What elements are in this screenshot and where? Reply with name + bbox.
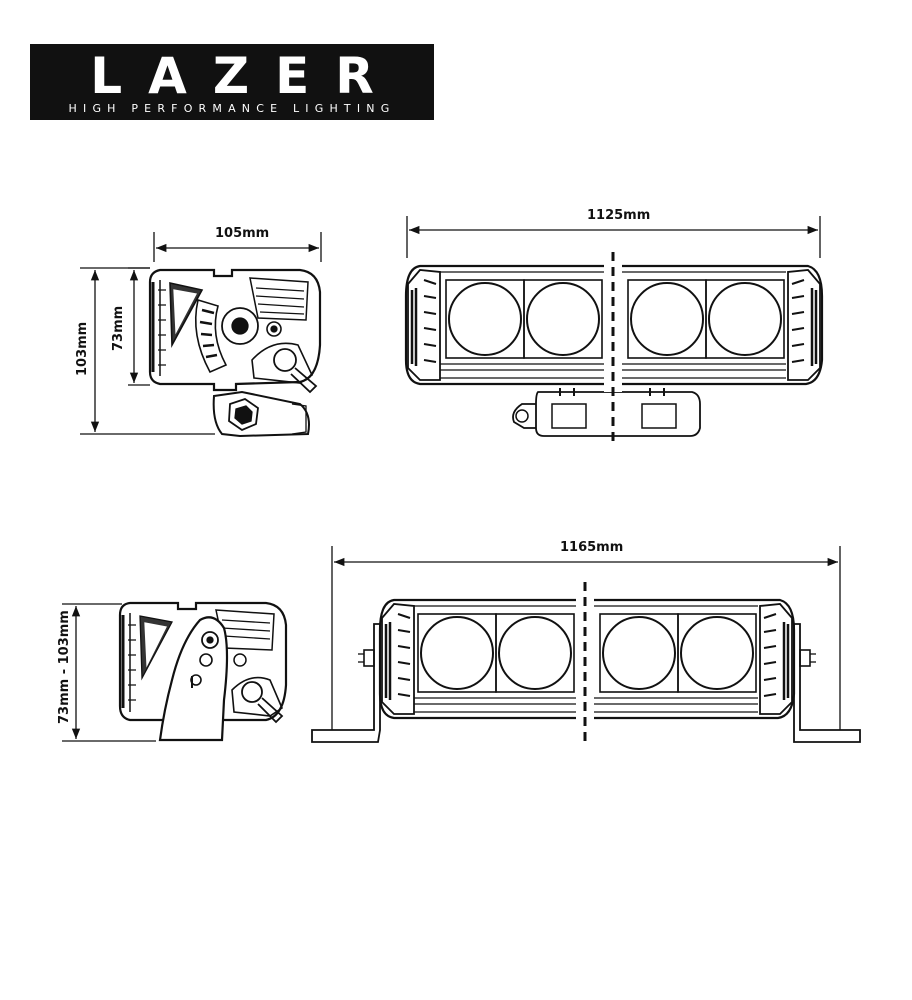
dim-label-1165: 1165mm [560,540,624,555]
dim-label-103: 103mm [75,321,90,376]
left-mount-bracket [311,623,381,743]
dim-label-73-103: 73mm - 103mm [57,610,72,724]
bar-outline [404,264,824,386]
front-view-bottom [311,546,861,743]
lens-6 [498,616,572,690]
right-mount-bracket [793,623,861,743]
lens-7 [602,616,676,690]
dim-label-1125: 1125mm [587,208,651,223]
lens-4 [708,282,782,356]
dim-label-73: 73mm [111,305,126,351]
lens-1 [448,282,522,356]
dim-label-105: 105mm [215,226,270,241]
lens-5 [420,616,494,690]
logo-wordmark: LAZER [90,47,400,105]
lens-2 [526,282,600,356]
side-view-top [80,232,322,438]
housing-outline-bottom [118,601,288,722]
lens-3 [630,282,704,356]
lens-8 [680,616,754,690]
front-view-top [404,216,824,446]
logo-tagline: HIGH PERFORMANCE LIGHTING [68,102,396,115]
lazer-logo: LAZER HIGH PERFORMANCE LIGHTING [30,44,434,120]
side-view-bottom [62,601,288,742]
bar-outline-bottom [378,598,796,720]
